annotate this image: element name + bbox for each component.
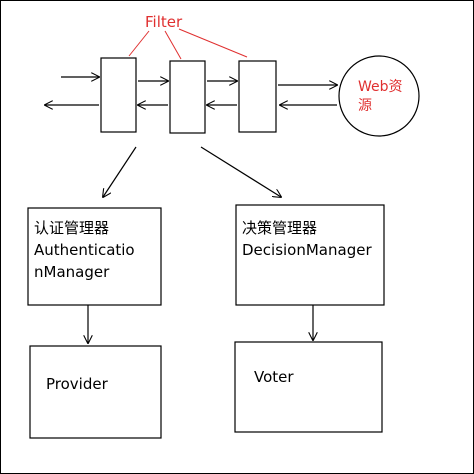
filter-pointer-line-2 [164,30,182,60]
voter-box [234,341,383,433]
filter-box-2 [169,60,206,134]
filter-pointer-line-3 [178,28,248,58]
auth-manager-label-en2: nManager [34,263,110,281]
filter-box-3 [238,60,277,133]
decision-manager-label-cn: 决策管理器 [242,219,318,237]
filter-box-1 [100,57,137,133]
auth-manager-label-cn: 认证管理器 [34,219,110,237]
arrow-to-auth-manager [103,146,137,197]
decision-manager-label-en: DecisionManager [242,241,372,259]
web-resource-label-line1: Web资 [358,79,403,95]
filter-label: Filter [145,13,183,31]
web-resource-label-line2: 源 [358,98,372,114]
voter-label: Voter [254,368,294,386]
arrow-to-decision-manager [200,146,281,197]
provider-box [29,345,162,439]
provider-label: Provider [46,375,108,393]
auth-manager-box [27,207,162,306]
filter-pointer-line-1 [128,30,150,57]
web-resource-circle [338,55,420,137]
decision-manager-box [235,204,385,306]
auth-manager-label-en1: Authenticatio [34,241,135,259]
